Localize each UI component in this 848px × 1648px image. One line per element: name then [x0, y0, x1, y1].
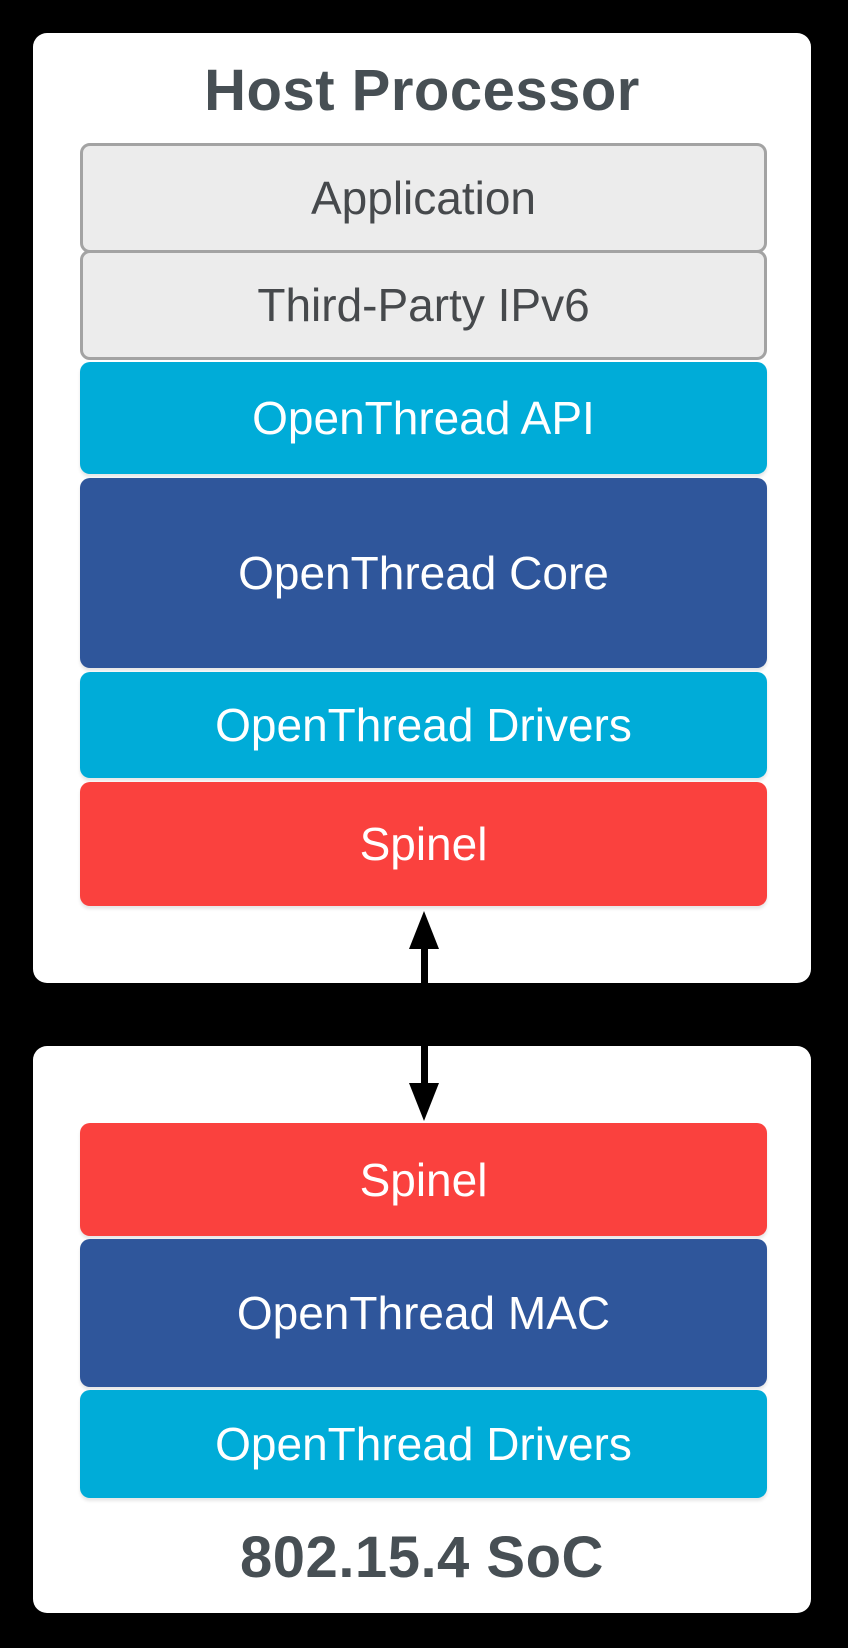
- layer-spinel-soc: Spinel: [80, 1123, 767, 1236]
- host-processor-stack: Application Third-Party IPv6 OpenThread …: [80, 143, 767, 906]
- layer-openthread-api: OpenThread API: [80, 362, 767, 474]
- arrow-up-icon: [409, 911, 439, 949]
- layer-openthread-mac: OpenThread MAC: [80, 1239, 767, 1387]
- layer-openthread-core: OpenThread Core: [80, 478, 767, 668]
- spinel-link-arrow: [409, 911, 439, 1121]
- soc-title: 802.15.4 SoC: [240, 1525, 604, 1590]
- host-processor-panel: Host Processor Application Third-Party I…: [33, 33, 811, 983]
- layer-openthread-drivers-soc: OpenThread Drivers: [80, 1390, 767, 1498]
- arrow-down-icon: [409, 1083, 439, 1121]
- soc-panel: Spinel OpenThread MAC OpenThread Drivers…: [33, 1046, 811, 1613]
- soc-stack: Spinel OpenThread MAC OpenThread Drivers: [80, 1123, 767, 1498]
- arrow-shaft: [420, 949, 428, 1083]
- layer-openthread-drivers-host: OpenThread Drivers: [80, 672, 767, 778]
- layer-spinel-host: Spinel: [80, 782, 767, 906]
- layer-application: Application: [80, 143, 767, 253]
- host-processor-title: Host Processor: [204, 58, 640, 123]
- layer-third-party-ipv6: Third-Party IPv6: [80, 250, 767, 360]
